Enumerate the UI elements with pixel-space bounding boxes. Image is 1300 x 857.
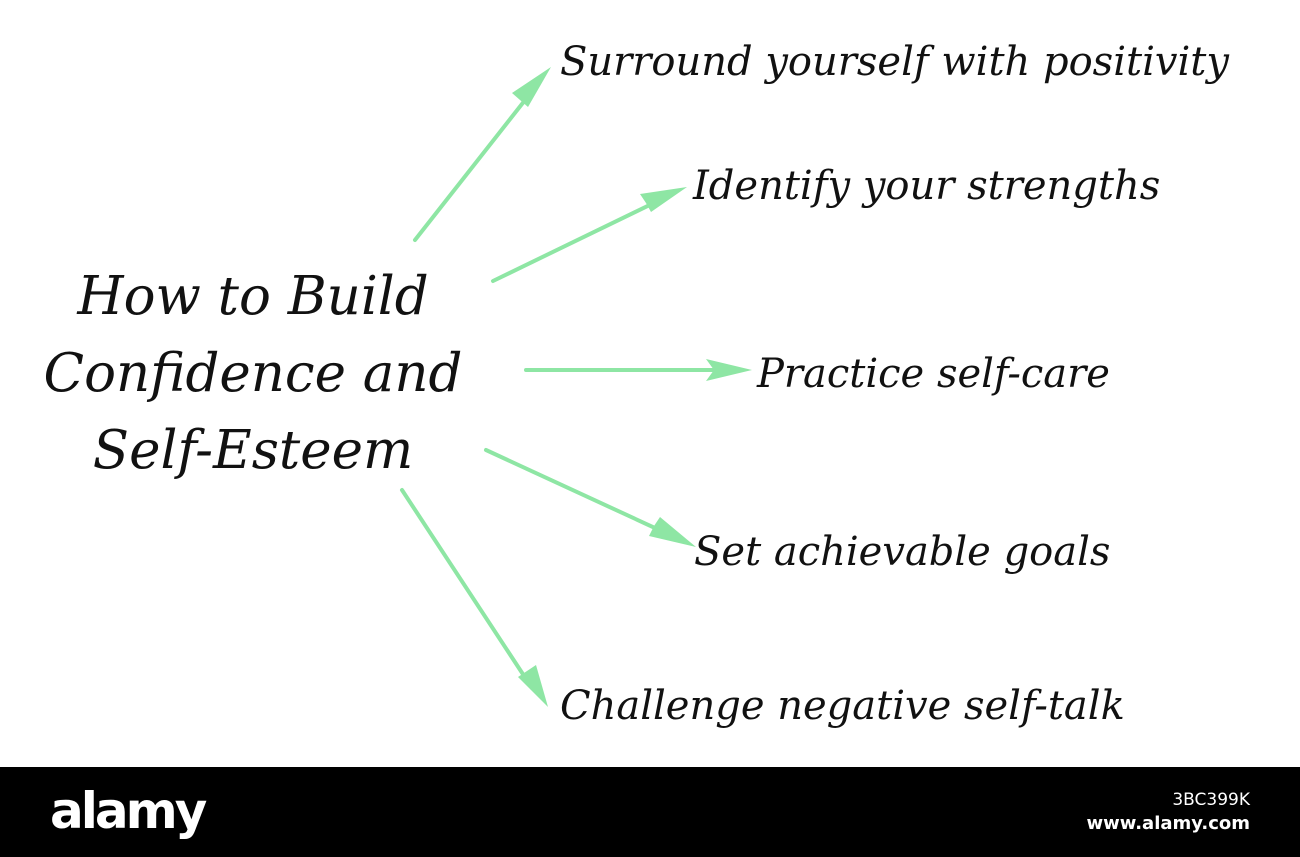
item-practice-self-care: Practice self-care bbox=[757, 351, 1110, 397]
arrow-5-shaft bbox=[400, 488, 534, 690]
image-id-label: 3BC399K bbox=[1172, 790, 1250, 810]
item-set-goals: Set achievable goals bbox=[694, 529, 1111, 575]
watermark-bar: alamy 3BC399K www.alamy.com bbox=[0, 767, 1300, 857]
arrow-2-head bbox=[640, 187, 687, 212]
brand-logo: alamy bbox=[50, 782, 207, 840]
site-url-label: www.alamy.com bbox=[1086, 813, 1250, 834]
item-surround-positivity: Surround yourself with positivity bbox=[560, 39, 1229, 85]
arrow-4-shaft bbox=[484, 448, 670, 536]
title-line-2: Confidence and bbox=[43, 343, 463, 404]
arrow-4-head bbox=[649, 517, 696, 547]
title-line-3: Self-Esteem bbox=[92, 420, 414, 481]
diagram-canvas: How to Build Confidence and Self-Esteem … bbox=[18, 39, 1229, 729]
arrow-5-head bbox=[518, 665, 548, 707]
arrows-layer bbox=[400, 67, 752, 707]
title-line-1: How to Build bbox=[77, 266, 429, 327]
arrow-2-shaft bbox=[491, 197, 664, 283]
item-identify-strengths: Identify your strengths bbox=[693, 163, 1161, 209]
diagram-title: How to Build Confidence and Self-Esteem bbox=[18, 258, 488, 489]
arrow-1-head bbox=[512, 67, 551, 107]
arrow-3-head bbox=[706, 359, 752, 381]
arrow-1-shaft bbox=[413, 88, 535, 242]
item-challenge-self-talk: Challenge negative self-talk bbox=[560, 683, 1125, 729]
